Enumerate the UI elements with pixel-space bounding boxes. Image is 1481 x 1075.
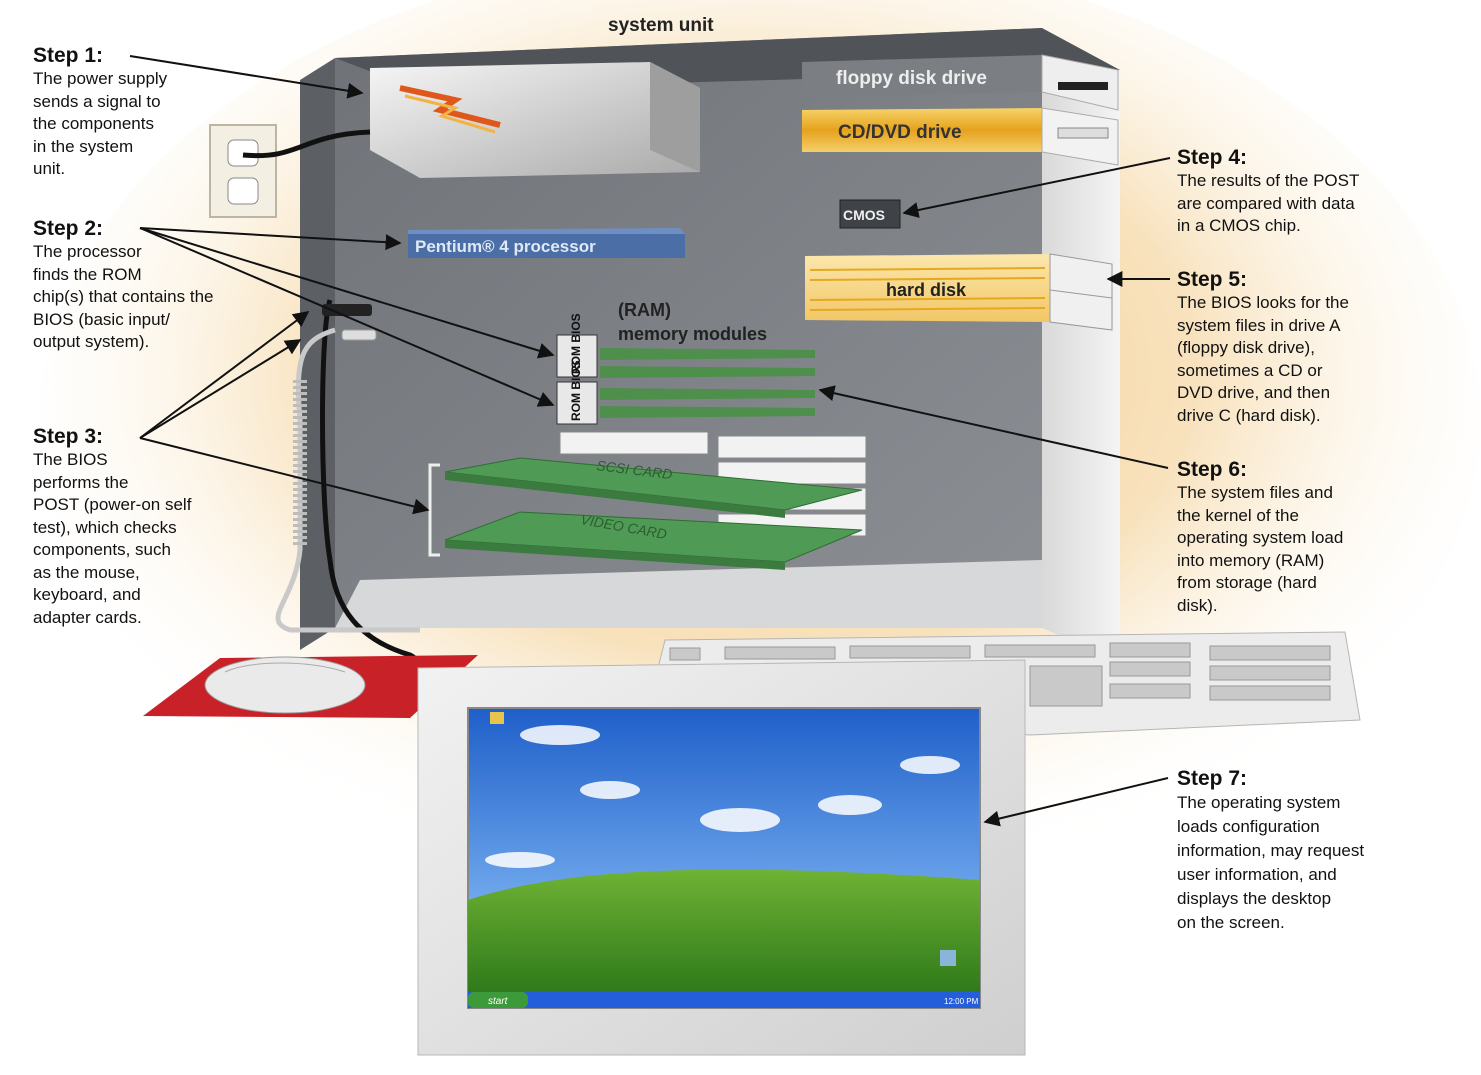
step-4: Step 4: The results of the POST are comp… <box>1177 146 1437 238</box>
step-7-text: The operating system loads configuration… <box>1177 793 1365 932</box>
start-button-label: start <box>488 996 509 1007</box>
ram-label-line1: (RAM) <box>618 300 671 320</box>
processor-label: Pentium® 4 processor <box>415 237 596 256</box>
step-2: Step 2: The processor finds the ROM chip… <box>33 217 283 354</box>
cddvd-label: CD/DVD drive <box>838 122 962 143</box>
step-6-title: Step 6: <box>1177 458 1248 481</box>
step-7-title: Step 7: <box>1177 767 1248 790</box>
step-1-title: Step 1: <box>33 44 104 67</box>
monitor <box>417 659 1026 1056</box>
step-5-text: The BIOS looks for the system files in d… <box>1177 293 1349 425</box>
mouse <box>204 656 366 714</box>
processor <box>408 228 685 258</box>
rom-bios-label-2: ROM BIOS <box>569 360 583 421</box>
power-supply <box>370 62 700 178</box>
step-6-text: The system files and the kernel of the o… <box>1177 483 1344 615</box>
step-2-text: The processor finds the ROM chip(s) that… <box>33 242 214 351</box>
step-3: Step 3: The BIOS performs the POST (powe… <box>33 425 253 629</box>
step-4-text: The results of the POST are compared wit… <box>1177 171 1360 235</box>
step-6: Step 6: The system files and the kernel … <box>1177 458 1417 617</box>
wall-outlet <box>209 124 371 218</box>
floppy-drive <box>802 54 1119 111</box>
harddisk-label: hard disk <box>886 280 967 300</box>
cmos-label: CMOS <box>843 207 885 223</box>
step-7: Step 7: The operating system loads confi… <box>1177 767 1447 935</box>
cmos-chip <box>839 199 901 229</box>
step-5: Step 5: The BIOS looks for the system fi… <box>1177 268 1417 427</box>
system-unit-label: system unit <box>608 15 714 36</box>
ram-label-line2: memory modules <box>618 324 767 344</box>
pointer-lines <box>129 55 1171 827</box>
scsi-card <box>444 457 863 518</box>
rom-bios-label-1: ROM BIOS <box>569 313 583 374</box>
rom-bios-chips <box>556 334 598 425</box>
step-5-title: Step 5: <box>1177 268 1248 291</box>
case-side-panel <box>1042 28 1120 660</box>
step-3-title: Step 3: <box>33 425 104 448</box>
memory-modules <box>600 348 815 418</box>
step-3-text: The BIOS performs the POST (power-on sel… <box>33 450 192 627</box>
step-1: Step 1: The power supply sends a signal … <box>33 44 223 181</box>
step-1-text: The power supply sends a signal to the c… <box>33 69 168 178</box>
video-card <box>444 511 863 570</box>
clock-label: 12:00 PM <box>944 997 979 1006</box>
step-2-title: Step 2: <box>33 217 104 240</box>
cddvd-drive <box>802 107 1119 166</box>
hard-disk <box>805 253 1113 331</box>
step-4-title: Step 4: <box>1177 146 1248 169</box>
floppy-label: floppy disk drive <box>836 68 987 89</box>
